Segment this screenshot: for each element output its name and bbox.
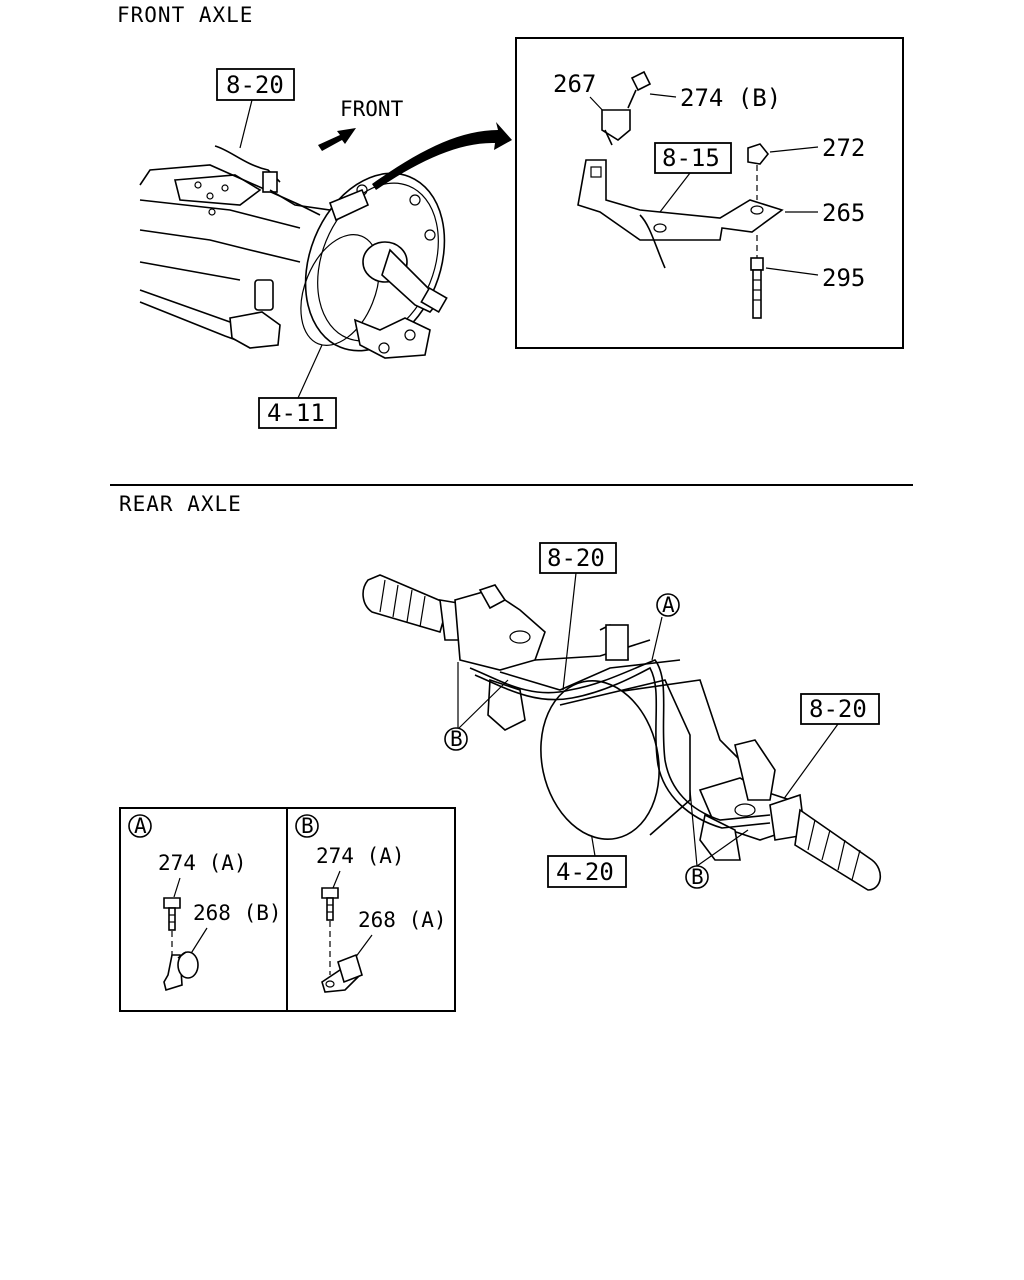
detail-a: A 274 (A) 268 (B) — [128, 814, 282, 992]
ref-4-11-label: 4-11 — [267, 399, 325, 427]
detail-callout-arrow — [372, 122, 512, 190]
marker-a[interactable] — [656, 593, 680, 617]
part-272-label: 272 — [822, 134, 865, 162]
front-detail-box: 267 274 (B) 8-15 — [515, 37, 904, 349]
rear-wire-harness — [474, 666, 771, 829]
front-arrow-icon — [318, 128, 356, 151]
part-274b-label: 274 (B) — [680, 84, 781, 112]
bolt-274a[interactable] — [163, 897, 181, 931]
ref-8-20-rear-right-label: 8-20 — [809, 695, 867, 723]
part-267-label: 267 — [553, 70, 596, 98]
ref-box-8-20-rear-top[interactable] — [539, 542, 617, 574]
detail-a-marker-label: A — [134, 814, 147, 838]
ref-box-4-11[interactable] — [258, 397, 337, 429]
front-direction-label: FRONT — [340, 97, 404, 121]
clip-268b[interactable] — [163, 951, 199, 992]
marker-b-right-label: B — [691, 865, 704, 889]
detail-panels: A 274 (A) 268 (B) B 274 (A) — [119, 807, 456, 1012]
detail-b-bolt-label: 274 (A) — [316, 844, 405, 868]
bracket-265[interactable] — [577, 159, 784, 269]
nut-272[interactable] — [747, 143, 770, 165]
rear-axle-housing — [362, 574, 881, 891]
brake-backing-plate — [300, 172, 448, 359]
detail-a-marker — [128, 814, 152, 838]
ref-box-8-20-front[interactable] — [216, 68, 295, 101]
rear-axle-section: REAR AXLE 8-20 8-20 4-20 — [119, 492, 881, 891]
ref-8-20-rear-top-label: 8-20 — [547, 544, 605, 572]
cable-clip-267[interactable] — [601, 109, 631, 146]
leader-line — [239, 99, 253, 149]
axle-frame — [139, 164, 321, 349]
marker-b-left[interactable] — [444, 727, 468, 751]
connector — [262, 171, 278, 193]
wire-harness — [214, 145, 281, 183]
ref-box-8-20-rear-right[interactable] — [800, 693, 880, 725]
ref-8-20-front-label: 8-20 — [226, 71, 284, 99]
detail-b-marker-label: B — [301, 814, 314, 838]
ref-8-15-label: 8-15 — [662, 144, 720, 172]
rear-wire-harness — [469, 659, 771, 821]
front-axle-section: FRONT AXLE 8-20 FRONT — [117, 3, 904, 429]
detail-a-bolt-label: 274 (A) — [158, 851, 247, 875]
ref-box-4-20[interactable] — [547, 855, 627, 888]
bolt-274b[interactable] — [627, 70, 652, 109]
marker-a-label: A — [662, 593, 675, 617]
marker-b-right[interactable] — [685, 865, 709, 889]
front-axle-title: FRONT AXLE — [117, 3, 253, 27]
detail-b-marker — [295, 814, 319, 838]
clip-268a[interactable] — [321, 953, 363, 993]
ref-4-20-label: 4-20 — [556, 858, 614, 886]
detail-b-clip-label: 268 (A) — [358, 908, 447, 932]
leader-line — [297, 344, 323, 399]
marker-b-left-label: B — [450, 727, 463, 751]
detail-b: B 274 (A) 268 (A) — [295, 814, 447, 993]
part-265-label: 265 — [822, 199, 865, 227]
bolt-274a-b[interactable] — [321, 887, 339, 921]
bolt-295[interactable] — [750, 257, 764, 319]
rear-axle-title: REAR AXLE — [119, 492, 242, 516]
ref-box-8-15[interactable] — [654, 142, 732, 174]
detail-a-clip-label: 268 (B) — [193, 901, 282, 925]
part-295-label: 295 — [822, 264, 865, 292]
